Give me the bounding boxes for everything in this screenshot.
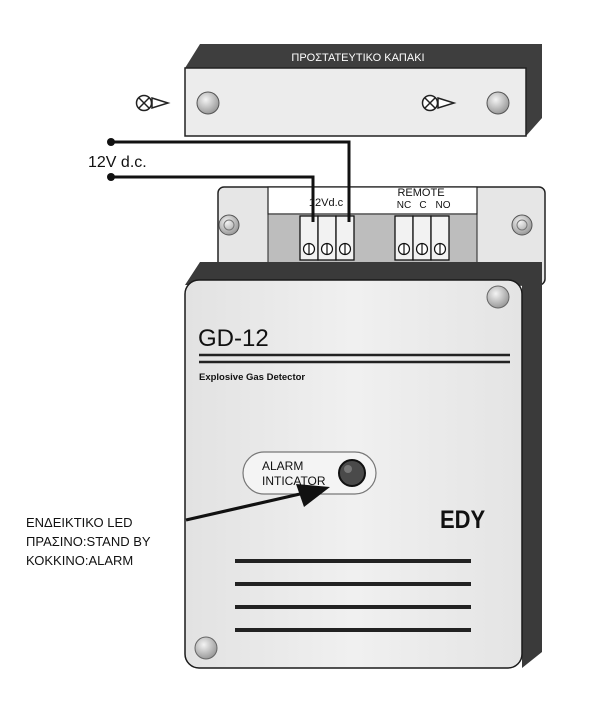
remote-nc-label: NC: [397, 200, 411, 211]
remote-no-label: NO: [436, 200, 451, 211]
remote-terminal-label: REMOTE: [397, 187, 444, 199]
cover-hole-right: [486, 91, 510, 115]
screw-icon: [135, 94, 171, 112]
model-label: GD-12: [198, 325, 269, 352]
led-pointer-arrow: [185, 484, 330, 522]
brand-logo: EDY: [440, 506, 485, 534]
power-terminal-label: 12Vd.c: [309, 197, 344, 209]
screw-icon: [421, 94, 457, 112]
terminal-screw: [412, 215, 432, 261]
led-note-line2: ΠΡΑΣΙΝΟ:STAND BY: [26, 534, 151, 549]
device-subtitle: Explosive Gas Detector: [199, 372, 305, 383]
power-terminal-block: [299, 215, 355, 261]
supply-wires: [107, 138, 351, 222]
protective-cover: [184, 44, 542, 137]
remote-terminal-block: [394, 215, 450, 261]
cover-bevel: [185, 44, 542, 136]
terminal-screw: [299, 215, 319, 261]
supply-voltage-label: 12V d.c.: [88, 154, 147, 171]
remote-c-label: C: [419, 200, 426, 211]
cover-label: ΠΡΟΣΤΑΤΕΥΤΙΚΟ ΚΑΠΑΚΙ: [291, 52, 424, 64]
terminal-screw: [394, 215, 414, 261]
terminal-screw: [335, 215, 355, 261]
alarm-label-line1: ALARM: [262, 459, 303, 473]
cover-hole-left: [196, 91, 220, 115]
alarm-led-indicator: [338, 459, 366, 487]
terminal-screw: [317, 215, 337, 261]
alarm-label-line2: INTICATOR: [262, 474, 326, 488]
detector-body: [184, 262, 542, 669]
terminal-screw: [430, 215, 450, 261]
led-note-line1: ΕΝΔΕΙΚΤΙΚΟ LED: [26, 515, 133, 530]
cover-face: [184, 67, 527, 137]
led-note-line3: ΚΟΚΚΙΝΟ:ALARM: [26, 553, 133, 568]
